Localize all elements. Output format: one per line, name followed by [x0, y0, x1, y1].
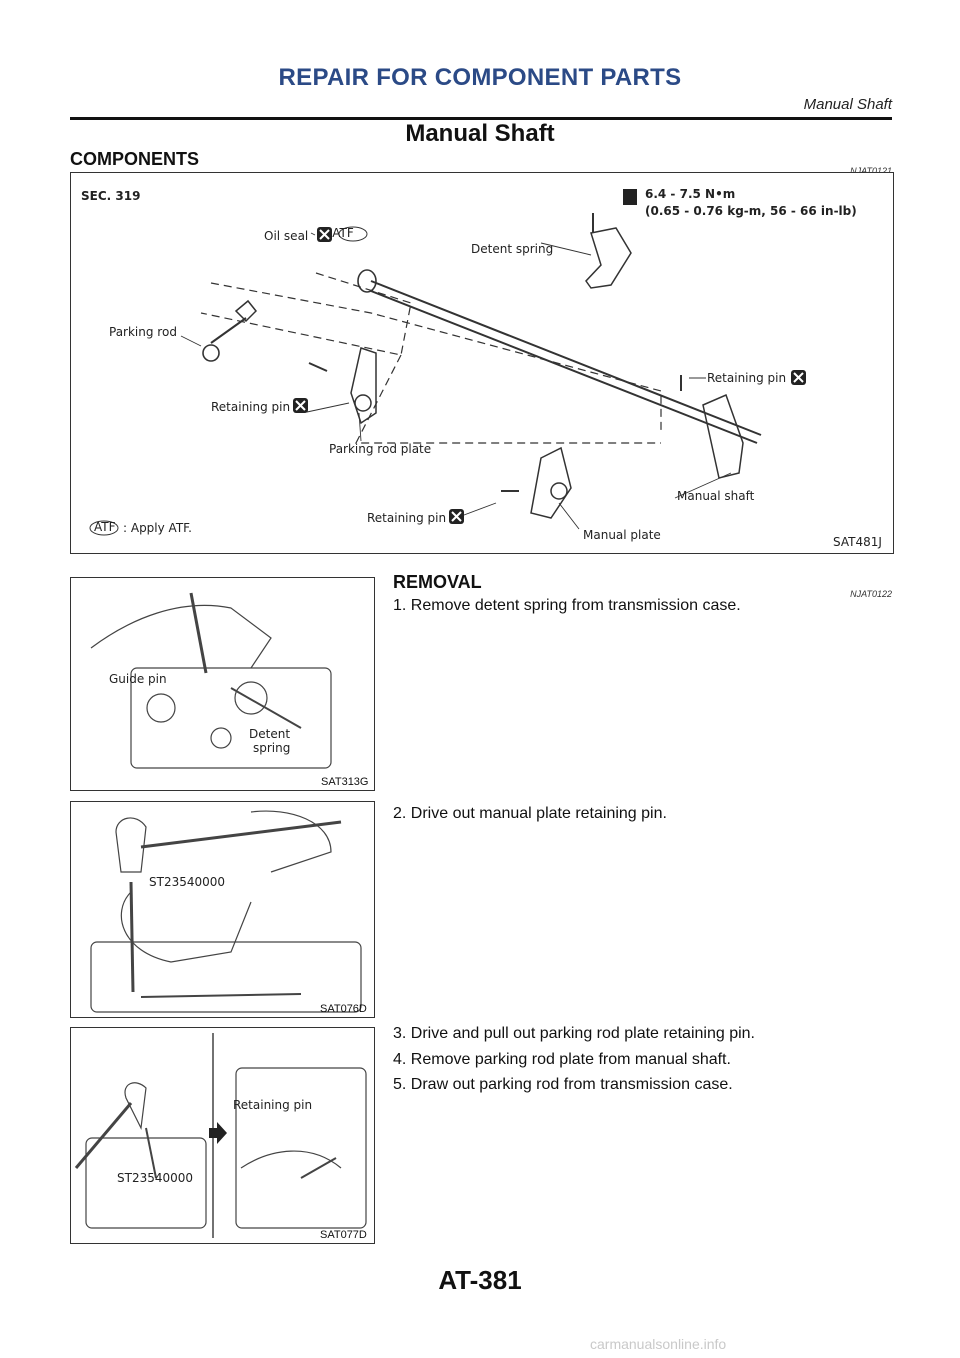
case-outline [90, 941, 362, 1013]
atf-legend-label: ATF [94, 520, 116, 534]
punch-tool [145, 1127, 157, 1179]
watermark: carmanualsonline.info [590, 1336, 727, 1352]
torque-icon [623, 189, 637, 205]
case-outline [235, 1067, 367, 1229]
bore [210, 727, 232, 749]
step-3: 3. Drive and pull out parking rod plate … [393, 1025, 755, 1042]
figure-sat076d: ST23540000 SAT076D [70, 801, 375, 1018]
figure-code: SAT077D [320, 1229, 367, 1241]
pliers-tool [300, 1157, 337, 1179]
dashed-outline-upper [210, 282, 662, 433]
label-guide-pin: Guide pin [109, 672, 167, 686]
components-title: COMPONENTS [70, 149, 200, 169]
manual-shaft-line [370, 280, 762, 436]
manual-plate-shape [530, 446, 572, 519]
step-5: 5. Draw out parking rod from transmissio… [393, 1076, 733, 1093]
header-rule [70, 117, 892, 120]
label-oil-seal: Oil seal [264, 229, 308, 243]
removal-title: REMOVAL [393, 572, 482, 592]
leader-retaining-pin-left [306, 402, 350, 413]
label-tool-number: ST23540000 [149, 875, 225, 889]
case-outline [130, 667, 332, 769]
atf-label: ATF [332, 226, 354, 240]
step-2: 2. Drive out manual plate retaining pin. [393, 805, 667, 822]
photo-parking-rod-pin: Retaining pin ST23540000 SAT077D [74, 1033, 367, 1241]
removal-code: NJAT0122 [850, 589, 892, 599]
page-number: AT-381 [438, 1265, 522, 1295]
oil-seal-shape [357, 269, 377, 293]
figure-sat313g: Guide pin Detent spring SAT313G [70, 577, 375, 791]
bore [146, 693, 176, 723]
dashed-outline-left [200, 272, 412, 356]
parking-rod-head [234, 299, 258, 323]
label-detent-spring: Detent spring [471, 242, 553, 256]
torque-spec-units: (0.65 - 0.76 kg-m, 56 - 66 in-lb) [645, 204, 857, 218]
manual-shaft-lever [702, 393, 744, 479]
components-figure: SEC. 319 6.4 - 7.5 N•m (0.65 - 0.76 kg-m… [70, 172, 894, 554]
replace-marks [295, 229, 804, 522]
hammer-handle [74, 1102, 133, 1169]
punch-tool [129, 881, 135, 993]
sec-number: SEC. 319 [81, 189, 140, 203]
hand-outline [120, 891, 252, 963]
components-diagram: SEC. 319 6.4 - 7.5 N•m (0.65 - 0.76 kg-m… [81, 187, 882, 549]
parking-rod-plate-hub [354, 394, 372, 412]
page-title: Manual Shaft [405, 120, 555, 147]
label-parking-rod: Parking rod [109, 325, 177, 339]
step-4: 4. Remove parking rod plate from manual … [393, 1051, 731, 1068]
leader-oil-seal [310, 232, 316, 236]
dashed-outline-lower [355, 354, 661, 444]
parking-rod-plate-shape [350, 347, 377, 425]
label-retaining-pin-right: Retaining pin [707, 371, 786, 385]
label-parking-rod-plate: Parking rod plate [329, 442, 431, 456]
hammer-head [124, 1082, 147, 1131]
manual-shaft-line2 [370, 290, 758, 444]
hammer-head [115, 817, 147, 873]
figure-code: SAT481J [833, 535, 882, 549]
parking-rod-cone [202, 344, 220, 362]
figure-sat077d: Retaining pin ST23540000 SAT077D [70, 1027, 375, 1244]
guide-pin-tool [189, 592, 208, 674]
leader-detent-spring [540, 242, 592, 256]
label-tool-number: ST23540000 [117, 1171, 193, 1185]
label-manual-plate: Manual plate [583, 528, 661, 542]
subsection-header: Manual Shaft [803, 96, 892, 113]
components-code: NJAT0121 [850, 166, 892, 176]
leader-manual-plate [558, 502, 580, 530]
manual-plate-hub [550, 482, 568, 500]
figure-code: SAT076D [320, 1003, 367, 1015]
hand-outline [240, 1150, 342, 1169]
arrow-right-icon [209, 1122, 227, 1144]
figure-code: SAT313G [321, 776, 369, 788]
atf-icon [338, 226, 368, 242]
hammer-handle [140, 820, 342, 849]
label-detent: Detent [249, 727, 290, 741]
leader-manual-shaft [674, 472, 732, 499]
label-retaining-pin-bottom: Retaining pin [367, 511, 446, 525]
shaft-outline [140, 993, 302, 998]
retaining-pin-left-shape [308, 362, 328, 372]
case-outline [85, 1137, 207, 1229]
label-retaining-pin: Retaining pin [233, 1098, 312, 1112]
label-manual-shaft: Manual shaft [677, 489, 755, 503]
spring-arm [230, 687, 302, 729]
photo-detent-spring: Guide pin Detent spring SAT313G [90, 592, 369, 788]
label-retaining-pin-left: Retaining pin [211, 400, 290, 414]
leader-parking-rod [180, 335, 202, 347]
leader-parking-rod-plate [358, 412, 362, 442]
torque-spec: 6.4 - 7.5 N•m [645, 187, 735, 201]
label-spring: spring [253, 741, 290, 755]
hand-outline [250, 810, 332, 873]
atf-icon [89, 520, 119, 536]
detent-spring-shape [585, 227, 632, 289]
hand-outline [90, 604, 272, 669]
section-header: REPAIR FOR COMPONENT PARTS [278, 64, 682, 91]
photo-manual-plate-pin: ST23540000 SAT076D [90, 810, 367, 1015]
step-1: 1. Remove detent spring from transmissio… [393, 597, 741, 614]
label-apply-atf: : Apply ATF. [123, 521, 192, 535]
bore [234, 681, 268, 715]
parking-rod-shape [210, 317, 247, 344]
